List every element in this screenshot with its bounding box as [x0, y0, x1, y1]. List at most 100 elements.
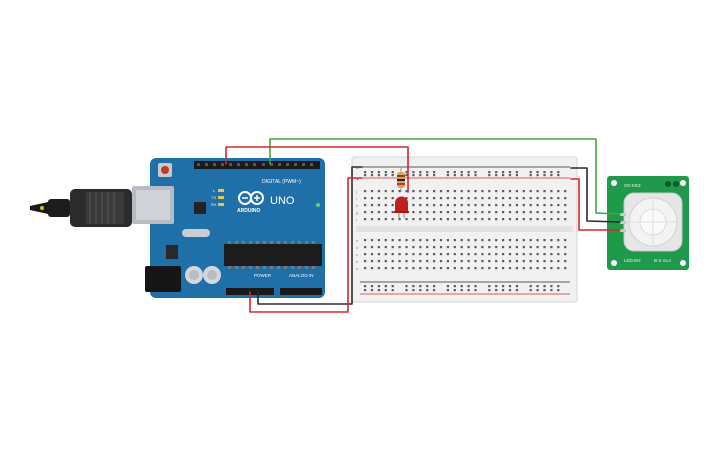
breadboard-hole[interactable] [391, 174, 394, 177]
breadboard-hole[interactable] [488, 218, 491, 221]
breadboard-hole[interactable] [377, 289, 380, 292]
breadboard-hole[interactable] [453, 289, 456, 292]
breadboard-hole[interactable] [453, 204, 456, 207]
breadboard-hole[interactable] [522, 260, 525, 263]
breadboard-hole[interactable] [564, 267, 567, 270]
breadboard-hole[interactable] [446, 218, 449, 221]
breadboard-hole[interactable] [377, 253, 380, 256]
breadboard-hole[interactable] [536, 285, 539, 288]
breadboard-hole[interactable] [550, 190, 553, 193]
breadboard-hole[interactable] [508, 239, 512, 242]
breadboard-hole[interactable] [364, 204, 367, 207]
breadboard-hole[interactable] [481, 190, 484, 193]
breadboard-hole[interactable] [391, 218, 394, 221]
breadboard-hole[interactable] [398, 253, 401, 256]
breadboard-hole[interactable] [557, 174, 560, 177]
breadboard-hole[interactable] [557, 211, 560, 214]
breadboard-hole[interactable] [515, 260, 518, 263]
breadboard-hole[interactable] [495, 218, 498, 221]
breadboard-hole[interactable] [564, 197, 567, 200]
breadboard-hole[interactable] [460, 174, 463, 177]
breadboard-hole[interactable] [384, 260, 387, 263]
breadboard-hole[interactable] [557, 239, 560, 242]
breadboard-hole[interactable] [446, 260, 449, 263]
breadboard-hole[interactable] [412, 260, 415, 263]
breadboard-hole[interactable] [543, 204, 546, 207]
breadboard-hole[interactable] [446, 171, 449, 174]
breadboard-hole[interactable] [488, 197, 491, 200]
breadboard-hole[interactable] [502, 289, 505, 292]
breadboard-hole[interactable] [522, 204, 525, 207]
breadboard-hole[interactable] [502, 204, 505, 207]
breadboard-hole[interactable] [426, 267, 429, 270]
breadboard-hole[interactable] [557, 253, 560, 256]
breadboard-hole[interactable] [508, 190, 512, 193]
breadboard-hole[interactable] [515, 239, 518, 242]
breadboard-hole[interactable] [536, 190, 539, 193]
breadboard-hole[interactable] [405, 239, 408, 242]
breadboard-hole[interactable] [474, 211, 477, 214]
breadboard-hole[interactable] [412, 285, 415, 288]
breadboard-hole[interactable] [508, 218, 512, 221]
breadboard-hole[interactable] [426, 190, 429, 193]
breadboard-hole[interactable] [377, 260, 380, 263]
breadboard-hole[interactable] [481, 267, 484, 270]
breadboard-hole[interactable] [474, 171, 477, 174]
breadboard-hole[interactable] [522, 267, 525, 270]
breadboard-hole[interactable] [467, 197, 470, 200]
breadboard-hole[interactable] [377, 218, 380, 221]
breadboard-hole[interactable] [405, 246, 408, 249]
breadboard-hole[interactable] [502, 239, 505, 242]
breadboard-hole[interactable] [550, 267, 553, 270]
breadboard-hole[interactable] [460, 211, 463, 214]
breadboard-hole[interactable] [377, 171, 380, 174]
breadboard-hole[interactable] [515, 289, 518, 292]
breadboard-hole[interactable] [433, 253, 436, 256]
breadboard-hole[interactable] [467, 171, 470, 174]
breadboard-hole[interactable] [543, 171, 546, 174]
breadboard-hole[interactable] [370, 211, 374, 214]
breadboard-hole[interactable] [419, 253, 422, 256]
breadboard-hole[interactable] [453, 190, 456, 193]
breadboard-hole[interactable] [467, 246, 470, 249]
breadboard-hole[interactable] [453, 253, 456, 256]
breadboard-hole[interactable] [364, 211, 367, 214]
breadboard-hole[interactable] [446, 285, 449, 288]
breadboard-hole[interactable] [446, 289, 449, 292]
breadboard-hole[interactable] [364, 246, 367, 249]
breadboard-hole[interactable] [515, 218, 518, 221]
breadboard-hole[interactable] [474, 285, 477, 288]
breadboard-hole[interactable] [529, 190, 532, 193]
breadboard-hole[interactable] [536, 171, 539, 174]
breadboard-hole[interactable] [391, 260, 394, 263]
breadboard-hole[interactable] [515, 190, 518, 193]
breadboard-hole[interactable] [543, 239, 546, 242]
breadboard-hole[interactable] [398, 239, 401, 242]
breadboard-hole[interactable] [522, 246, 525, 249]
breadboard-hole[interactable] [370, 174, 374, 177]
breadboard-hole[interactable] [370, 171, 374, 174]
breadboard-hole[interactable] [502, 171, 505, 174]
breadboard-hole[interactable] [405, 174, 408, 177]
breadboard-hole[interactable] [481, 253, 484, 256]
breadboard-hole[interactable] [398, 260, 401, 263]
breadboard-hole[interactable] [370, 239, 374, 242]
breadboard-hole[interactable] [391, 285, 394, 288]
breadboard-hole[interactable] [412, 239, 415, 242]
breadboard-hole[interactable] [439, 253, 443, 256]
breadboard-hole[interactable] [543, 218, 546, 221]
breadboard-hole[interactable] [529, 289, 532, 292]
breadboard-hole[interactable] [550, 211, 553, 214]
breadboard-hole[interactable] [419, 218, 422, 221]
breadboard-hole[interactable] [405, 253, 408, 256]
breadboard-hole[interactable] [446, 211, 449, 214]
breadboard-hole[interactable] [370, 260, 374, 263]
breadboard-hole[interactable] [419, 260, 422, 263]
breadboard-hole[interactable] [419, 289, 422, 292]
breadboard-hole[interactable] [412, 204, 415, 207]
breadboard-hole[interactable] [502, 260, 505, 263]
breadboard-hole[interactable] [446, 197, 449, 200]
breadboard-hole[interactable] [529, 239, 532, 242]
breadboard-hole[interactable] [467, 289, 470, 292]
